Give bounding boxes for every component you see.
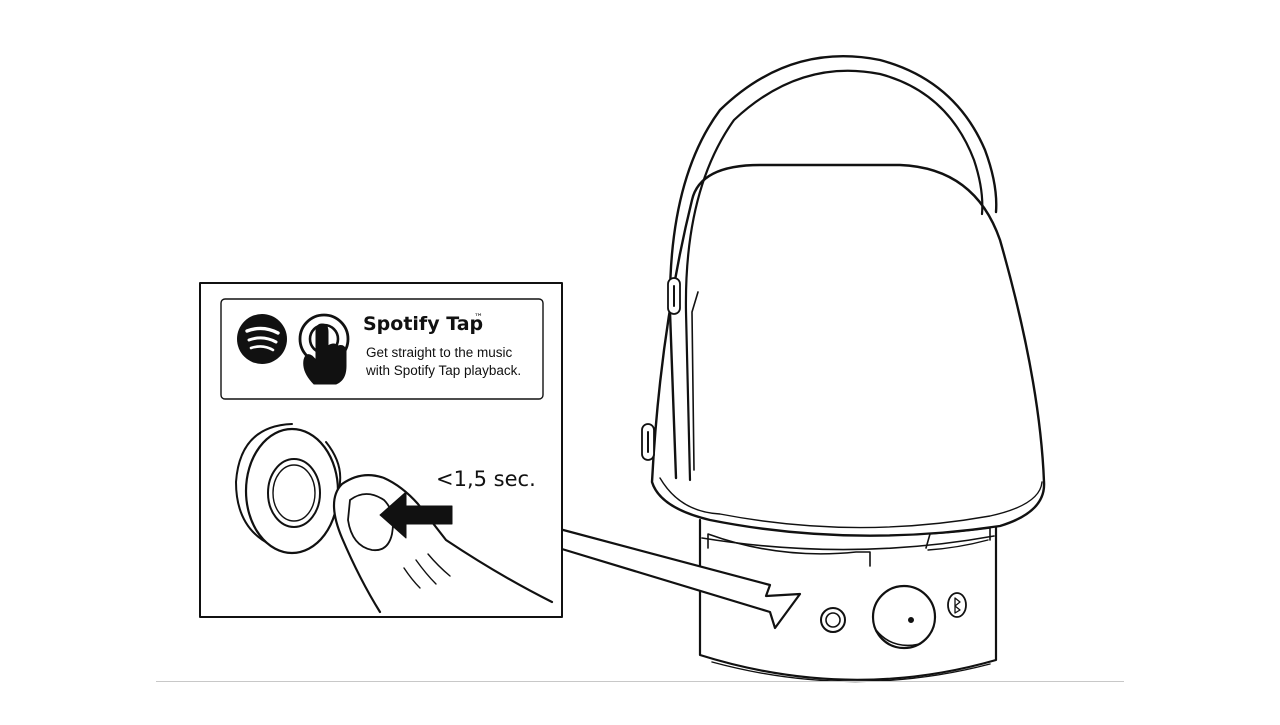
press-arrow bbox=[379, 491, 453, 539]
callout-description-line2: with Spotify Tap playback. bbox=[365, 363, 521, 378]
spotify-logo-icon bbox=[237, 314, 287, 364]
spotify-tap-callout: Spotify Tap ™ Get straight to the music … bbox=[220, 298, 544, 400]
volume-knob[interactable] bbox=[871, 584, 937, 650]
speaker-lamp bbox=[641, 55, 1046, 683]
pointer-arrow bbox=[550, 525, 802, 630]
tap-button-closeup bbox=[235, 423, 342, 555]
callout-title: Spotify Tap bbox=[363, 313, 483, 335]
bluetooth-icon bbox=[954, 597, 961, 614]
tap-finger-icon bbox=[298, 313, 350, 385]
instruction-inset: Spotify Tap ™ Get straight to the music … bbox=[199, 282, 563, 618]
bluetooth-button[interactable] bbox=[947, 592, 967, 618]
bottom-divider bbox=[156, 681, 1124, 682]
lamp-handle bbox=[668, 55, 998, 480]
lamp-shade bbox=[650, 163, 1046, 537]
press-duration-label: <1,5 sec. bbox=[436, 467, 536, 491]
trademark-mark: ™ bbox=[474, 313, 483, 323]
spotify-tap-button[interactable] bbox=[820, 607, 846, 633]
callout-description-line1: Get straight to the music bbox=[366, 345, 513, 360]
